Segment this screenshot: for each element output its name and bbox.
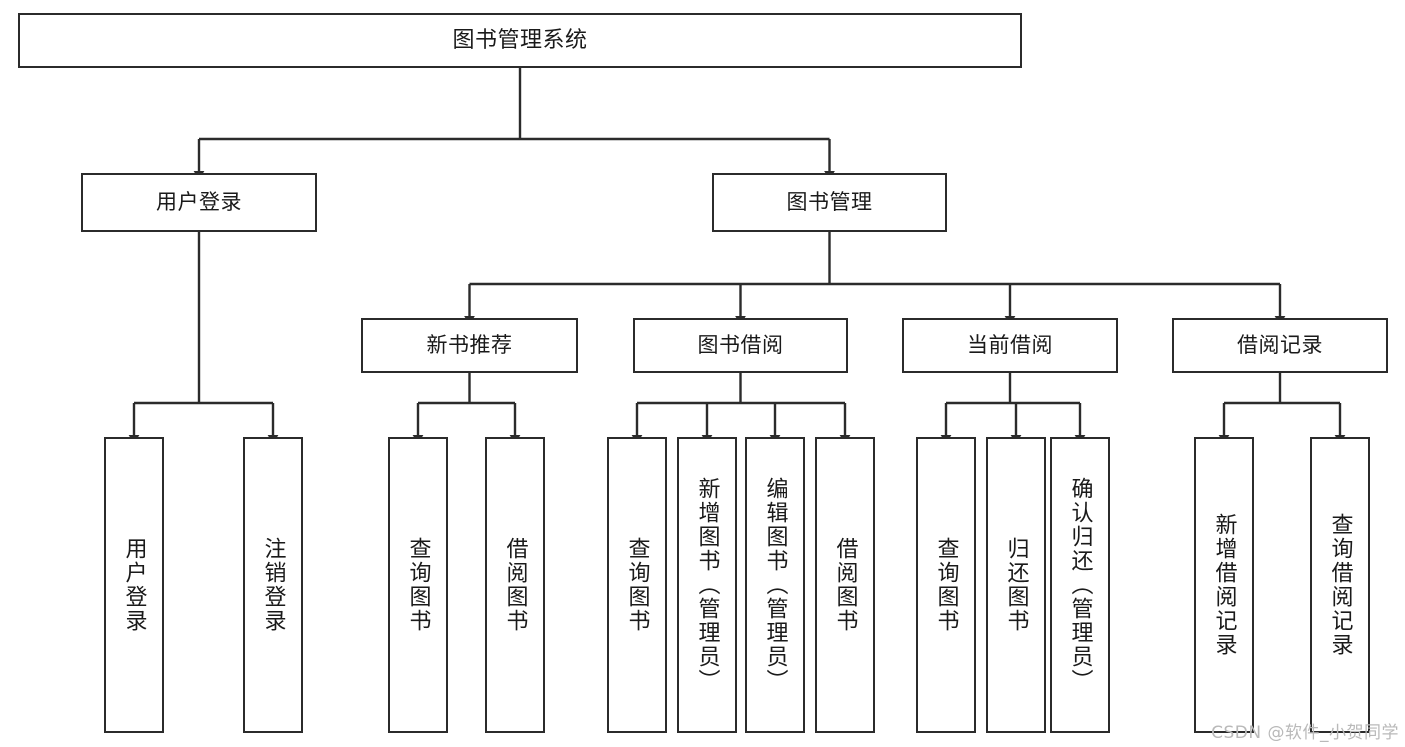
node-label: 编辑图书（管理员）: [762, 477, 788, 693]
node-label: 图书借阅: [697, 333, 784, 358]
node-leaf4[interactable]: 借阅图书: [485, 437, 545, 733]
node-label: 借阅图书: [832, 537, 858, 633]
node-label: 图书管理: [786, 190, 873, 215]
node-root[interactable]: 图书管理系统: [18, 13, 1022, 68]
node-leaf10[interactable]: 归还图书: [986, 437, 1046, 733]
node-leaf12[interactable]: 新增借阅记录: [1194, 437, 1254, 733]
node-label: 确认归还（管理员）: [1067, 477, 1093, 693]
node-label: 新书推荐: [426, 333, 513, 358]
node-leaf3[interactable]: 查询图书: [388, 437, 448, 733]
node-login[interactable]: 用户登录: [81, 173, 317, 232]
node-current[interactable]: 当前借阅: [902, 318, 1118, 373]
node-leaf7[interactable]: 编辑图书（管理员）: [745, 437, 805, 733]
node-leaf13[interactable]: 查询借阅记录: [1310, 437, 1370, 733]
node-leaf6[interactable]: 新增图书（管理员）: [677, 437, 737, 733]
node-label: 查询图书: [405, 537, 431, 633]
node-leaf2[interactable]: 注销登录: [243, 437, 303, 733]
node-newbook[interactable]: 新书推荐: [361, 318, 578, 373]
node-label: 用户登录: [156, 190, 242, 215]
csdn-watermark: CSDN @软件_小贺同学: [1211, 723, 1399, 743]
node-label: 用户登录: [121, 537, 147, 633]
node-label: 注销登录: [260, 537, 286, 633]
node-label: 借阅图书: [502, 537, 528, 633]
node-leaf1[interactable]: 用户登录: [104, 437, 164, 733]
node-leaf8[interactable]: 借阅图书: [815, 437, 875, 733]
node-leaf11[interactable]: 确认归还（管理员）: [1050, 437, 1110, 733]
node-label: 查询图书: [624, 537, 650, 633]
node-records[interactable]: 借阅记录: [1172, 318, 1388, 373]
node-label: 新增图书（管理员）: [694, 477, 720, 693]
node-leaf5[interactable]: 查询图书: [607, 437, 667, 733]
node-label: 图书管理系统: [452, 27, 588, 53]
node-label: 查询借阅记录: [1327, 513, 1353, 657]
node-label: 借阅记录: [1237, 333, 1323, 358]
node-label: 当前借阅: [967, 333, 1053, 358]
node-label: 新增借阅记录: [1211, 513, 1237, 657]
node-label: 归还图书: [1003, 537, 1029, 633]
node-bookmgmt[interactable]: 图书管理: [712, 173, 947, 232]
node-label: 查询图书: [933, 537, 959, 633]
node-leaf9[interactable]: 查询图书: [916, 437, 976, 733]
node-borrow[interactable]: 图书借阅: [633, 318, 848, 373]
